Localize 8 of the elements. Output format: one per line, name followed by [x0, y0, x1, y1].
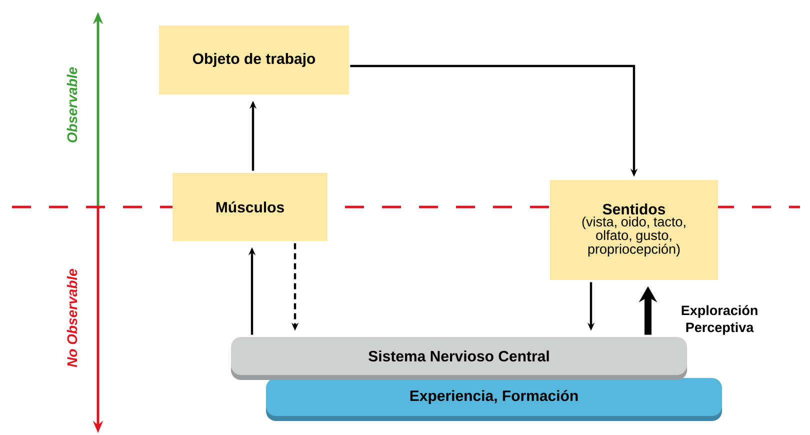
layer-bar: Experiencia, Formación — [266, 378, 722, 421]
process-box: Músculos — [172, 173, 328, 241]
edge-label: Exploración Perceptiva — [682, 305, 758, 335]
axis-label: Observable — [66, 67, 78, 142]
sense-box: Sentidos (vista, oido, tacto, olfato, gusto, propriocepción) — [550, 180, 718, 280]
layer-bar: Sistema Nervioso Central — [231, 337, 687, 380]
axis-label: No Observable — [66, 268, 78, 368]
process-box: Objeto de trabajo — [159, 26, 349, 94]
